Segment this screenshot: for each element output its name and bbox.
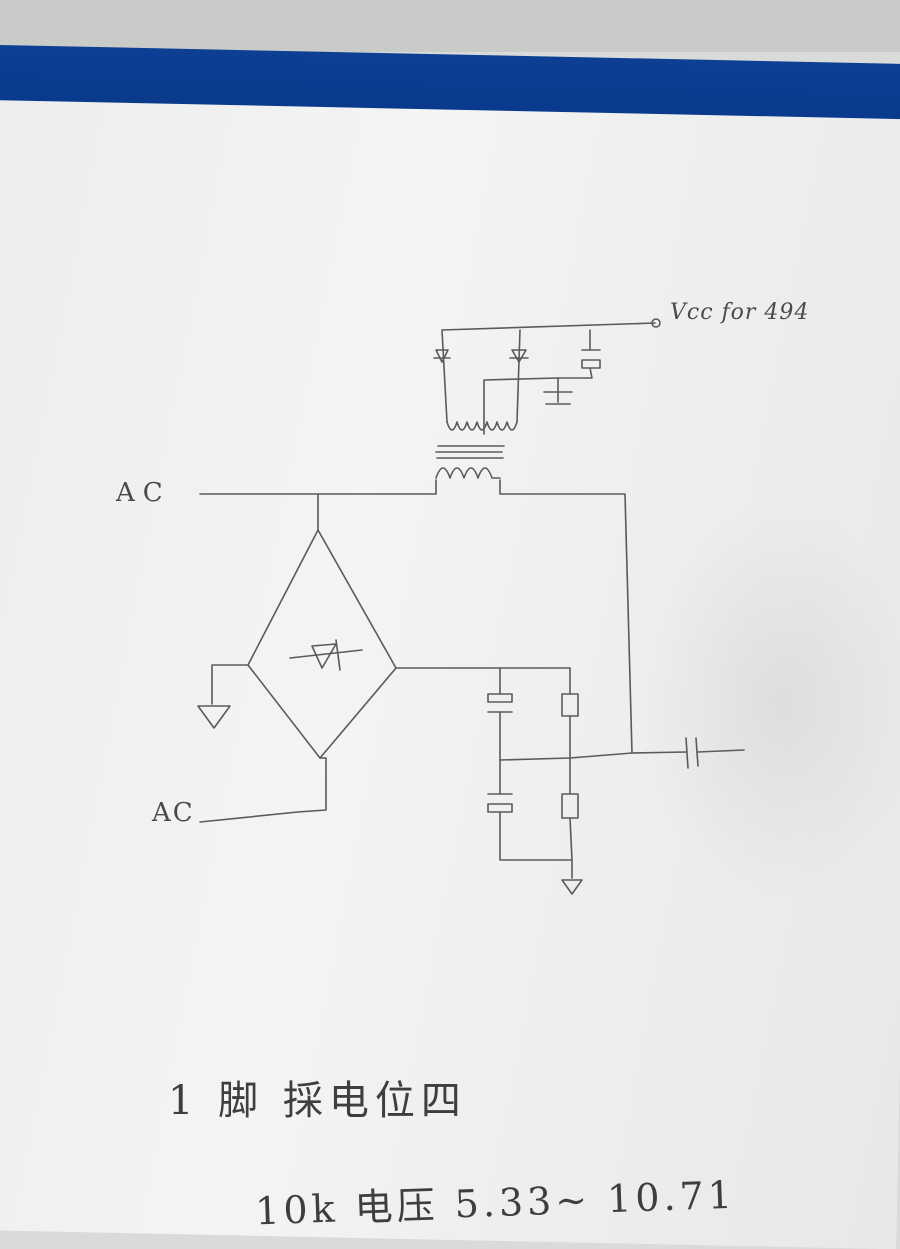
ac-top-label: AC xyxy=(116,478,171,508)
diode-2-icon xyxy=(509,349,529,363)
ac-top-wire xyxy=(199,479,633,754)
bridge-diode-icon xyxy=(289,639,363,671)
secondary-rectifier xyxy=(433,318,661,435)
vcc-label: Vcc for 494 xyxy=(670,300,810,325)
filter-capacitor-icon xyxy=(581,349,601,369)
coupling-capacitor-icon xyxy=(685,737,699,769)
resistor-upper-icon xyxy=(561,693,579,717)
divider-ground-icon xyxy=(561,879,583,895)
bridge-rectifier xyxy=(197,493,397,823)
vcc-terminal-icon xyxy=(651,318,661,328)
primary-coil xyxy=(435,467,501,479)
diode-1-icon xyxy=(433,349,451,363)
transformer xyxy=(435,421,518,479)
output-capacitor xyxy=(631,737,745,769)
paper-shadow xyxy=(640,500,900,900)
bridge-ground-icon xyxy=(197,705,231,729)
divider-network xyxy=(395,667,633,895)
capacitor-lower-icon xyxy=(487,793,513,813)
transformer-core xyxy=(435,445,505,459)
circuit-schematic xyxy=(197,318,745,895)
background-surface xyxy=(0,0,900,52)
resistor-lower-icon xyxy=(561,793,579,819)
secondary-ground-icon xyxy=(543,391,573,405)
handwritten-note-line-1: 1 脚 採电位四 xyxy=(168,1078,467,1124)
ac-bottom-label: AC xyxy=(152,798,195,828)
secondary-coil xyxy=(446,421,518,431)
capacitor-upper-icon xyxy=(487,693,513,713)
